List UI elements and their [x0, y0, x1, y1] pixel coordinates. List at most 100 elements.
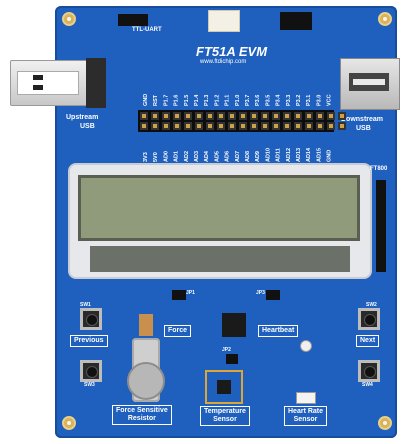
header-pin: [316, 122, 324, 130]
header-pin: [217, 112, 225, 120]
hr-label-line2: Sensor: [293, 416, 318, 423]
jumper-jp1: [172, 290, 186, 300]
header-pin: [294, 122, 302, 130]
header-pin-label: AD12: [286, 148, 292, 162]
mcu-chip: [222, 313, 246, 337]
header-pin-label: AD5: [214, 151, 220, 162]
led: [300, 340, 312, 352]
previous-label: Previous: [70, 335, 108, 347]
ttl-uart-label: TTL-UART: [132, 27, 162, 33]
jp2-label: JP2: [222, 347, 231, 353]
header-pin-label: AD2: [184, 151, 190, 162]
header-pin: [206, 112, 214, 120]
usb-plug-body: [86, 58, 106, 108]
header-pin-label: AD9: [255, 151, 261, 162]
sw4-label: SW4: [362, 382, 373, 388]
header-pin: [239, 122, 247, 130]
button-next[interactable]: [358, 308, 380, 330]
heart-rate-sensor: [296, 392, 316, 404]
header-pin: [305, 122, 313, 130]
jtag-header: [280, 12, 312, 30]
header-pin: [338, 112, 346, 120]
header-pin-label: P3.1: [306, 95, 312, 106]
force-label: Force: [164, 325, 192, 337]
header-pin: [217, 122, 225, 130]
header-pin: [184, 122, 192, 130]
button-sw4[interactable]: [358, 360, 380, 382]
header-pin: [272, 112, 280, 120]
button-previous[interactable]: [80, 308, 102, 330]
header-pin: [228, 112, 236, 120]
header-pin-label: P1.3: [204, 95, 210, 106]
temp-label-line1: Temperature: [204, 408, 246, 415]
fsr-connector: [139, 314, 153, 336]
jumper-jp2: [226, 354, 238, 364]
header-pin-label: P3.4: [276, 94, 282, 106]
header-pin-label: AD3: [194, 151, 200, 162]
header-pin: [338, 122, 346, 130]
sw3-label: SW3: [84, 382, 95, 388]
header-pin: [316, 112, 324, 120]
header-pin: [184, 112, 192, 120]
header-pin-label: AD1: [174, 151, 180, 162]
header-pin: [151, 122, 159, 130]
board-url: www.ftdichip.com: [200, 59, 247, 65]
header-pin-label: RST: [153, 94, 159, 106]
heartbeat-label: Heartbeat: [258, 325, 299, 337]
header-pin: [283, 112, 291, 120]
header-pin: [294, 112, 302, 120]
header-pin: [140, 112, 148, 120]
header-pin-label: P3.5: [265, 95, 271, 106]
header-pin-label: 5V0: [153, 152, 159, 162]
downstream-usb-label: USB: [356, 125, 371, 132]
header-pin-label: P3.2: [296, 95, 302, 106]
header-pin: [162, 112, 170, 120]
board-title: FT51A EVM: [196, 44, 268, 59]
header-pin: [140, 122, 148, 130]
header-pin-label: AD7: [235, 151, 241, 162]
sw1-label: SW1: [80, 302, 91, 308]
header-pin-label: GND: [143, 94, 149, 106]
header-pin-label: P1.4: [194, 94, 200, 106]
mount-hole-bottom-left: [62, 416, 76, 430]
header-pin-label: AD14: [306, 147, 312, 162]
header-pin-label: P3.0: [316, 95, 322, 106]
next-label: Next: [356, 335, 380, 347]
header-pin-label: P1.5: [184, 95, 190, 106]
hr-label-line1: Heart Rate: [288, 408, 324, 415]
header-pin-label: P3.6: [255, 95, 261, 106]
ft800-header: [376, 180, 386, 272]
temp-label-line2: Sensor: [213, 416, 237, 423]
header-pin-label: AD13: [296, 148, 302, 162]
sw2-label: SW2: [366, 302, 377, 308]
jumper-jp3: [266, 290, 280, 300]
header-pin: [261, 112, 269, 120]
upstream-usb-plug: [10, 60, 90, 106]
ttl-uart-header: [118, 14, 148, 26]
header-pin-label: P1.2: [214, 95, 220, 106]
header-pin-label: AD11: [276, 148, 282, 162]
header-pin-label: AD8: [245, 151, 251, 162]
header-pin: [206, 122, 214, 130]
header-pin: [250, 112, 258, 120]
power-connector: [208, 10, 240, 32]
header-pin-label: P3.7: [245, 95, 251, 106]
header-pin: [195, 122, 203, 130]
jp1-label: JP1: [186, 290, 195, 296]
header-pin: [327, 112, 335, 120]
header-pin-label: AD10: [265, 148, 271, 162]
mount-hole-bottom-right: [378, 416, 392, 430]
header-pin-label: AD4: [204, 150, 210, 162]
temp-label: Temperature Sensor: [200, 406, 250, 426]
header-pin: [228, 122, 236, 130]
hr-label: Heart Rate Sensor: [284, 406, 328, 426]
button-sw3[interactable]: [80, 360, 102, 382]
header-pin: [250, 122, 258, 130]
header-pin-label: P1.6: [174, 95, 180, 106]
header-pin-label: AD15: [316, 148, 322, 162]
fsr-pad: [127, 362, 165, 400]
header-pin-label: P1.1: [225, 95, 231, 106]
header-pin-label: AD0: [163, 151, 169, 162]
